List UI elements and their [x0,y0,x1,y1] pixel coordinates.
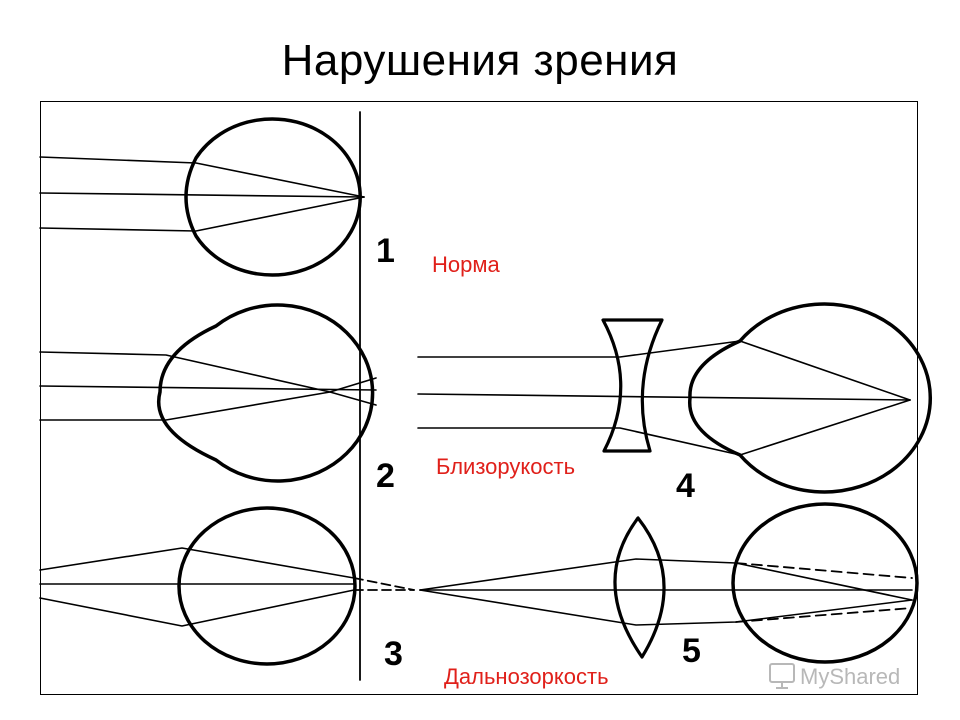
rays-hyperopia [39,547,355,627]
label-myopia: Близорукость [436,454,575,479]
page-title: Нарушения зрения [281,36,679,85]
converging-lens [613,516,666,659]
eye-myopia [157,303,375,483]
diagram-number-2: 2 [376,457,395,495]
label-norm: Норма [432,252,500,277]
watermark: MyShared [769,663,900,689]
diagram-number-5: 5 [682,632,701,670]
eye-normal [184,117,362,277]
eye-hyperopia [177,506,357,666]
eye-corrected-hyperopia [731,502,919,664]
rays-normal [39,156,365,232]
rays-corrected-hyperopia [419,558,913,626]
diagram-number-4: 4 [676,467,695,505]
watermark-icon [769,663,795,689]
corrected-hyperopia-dashed-rays [735,562,913,623]
diagram-number-3: 3 [384,635,403,673]
diagram-number-1: 1 [376,232,395,270]
rays-myopia [39,351,377,421]
watermark-text: MyShared [800,664,900,689]
hyperopia-focus-extension [353,577,415,591]
label-hyperopia: Дальнозоркость [444,664,609,689]
eye-corrected-myopia [688,302,933,494]
rays-corrected-myopia [417,340,911,456]
